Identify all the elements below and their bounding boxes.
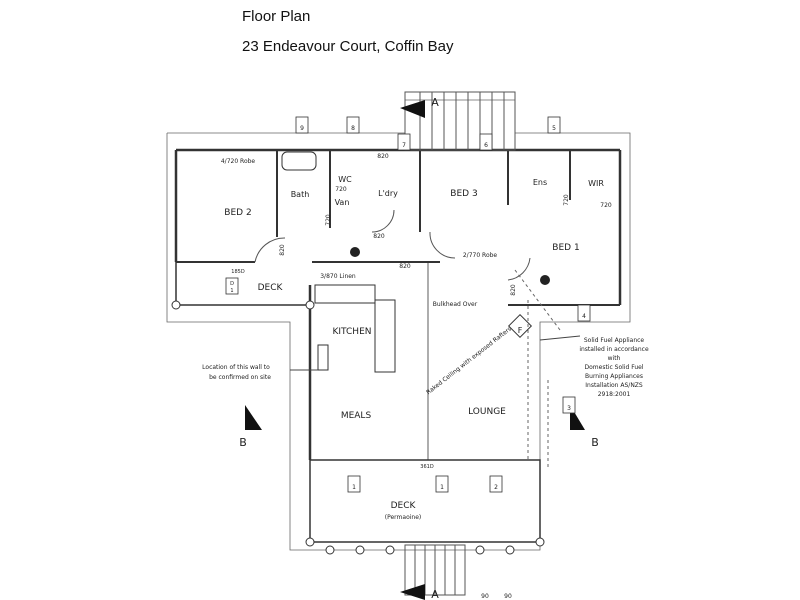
- room-label-ens: Ens: [533, 178, 547, 187]
- fuel-note-6: Installation AS/NZS: [585, 382, 643, 389]
- window-2: 2: [494, 484, 498, 491]
- door-swing-ldry: [371, 209, 395, 233]
- door-820-e: 820: [510, 284, 517, 296]
- room-label-bed1: BED 1: [552, 243, 579, 253]
- door-swing-bed2: [254, 237, 286, 263]
- window-1b: 1: [440, 484, 444, 491]
- fireplace-code: F: [518, 326, 523, 335]
- deck-south-material: (Permaoine): [385, 514, 422, 521]
- bulkhead-label: Bulkhead Over: [433, 301, 478, 308]
- stairs-top: [404, 91, 516, 151]
- section-b-left: B: [239, 436, 247, 449]
- window-7: 7: [402, 142, 406, 149]
- room-label-bed2: BED 2: [224, 208, 251, 218]
- door-820-c: 820: [399, 263, 411, 270]
- wall-note-line1: Location of this wall to: [202, 364, 270, 371]
- room-label-van: Van: [335, 198, 350, 207]
- window-markers: [225, 116, 591, 493]
- fuel-note-2: installed in accordance: [579, 346, 649, 353]
- bottom-dim-90b: 90: [504, 593, 512, 600]
- bottom-dim-90a: 90: [481, 593, 489, 600]
- kitchen-island: [317, 344, 329, 371]
- door-swing-bed3: [429, 231, 456, 259]
- fuel-note-5: Burning Appliances: [585, 373, 643, 380]
- room-label-ldry: L'dry: [378, 189, 398, 198]
- wall-note-line2: be confirmed on site: [209, 374, 271, 381]
- door-720-d: 720: [600, 202, 612, 209]
- linen-label: 3/870 Linen: [320, 273, 356, 280]
- room-label-wir: WIR: [588, 179, 604, 188]
- door-820-b: 820: [373, 233, 385, 240]
- door-720-b: 720: [325, 214, 332, 226]
- door-820-d: 820: [279, 244, 286, 256]
- eaves-outline: [166, 99, 631, 551]
- door-swing-bed1: [507, 257, 531, 281]
- section-a-bottom: A: [431, 588, 439, 600]
- kitchen-bench-a: [314, 284, 376, 304]
- window-6: 6: [484, 142, 488, 149]
- fuel-note-3: with: [608, 355, 621, 362]
- kitchen-bench-b: [374, 299, 396, 373]
- window-9: 9: [300, 125, 304, 132]
- fuel-note-4: Domestic Solid Fuel: [585, 364, 644, 371]
- raked-ceiling-label: Raked Ceiling with exposed Rafters: [425, 325, 513, 396]
- plan-title: Floor Plan: [242, 8, 311, 25]
- smoke-alarm-icons: [350, 247, 550, 285]
- window-5: 5: [552, 125, 556, 132]
- door-720-c: 720: [563, 194, 570, 206]
- room-label-bed3: BED 3: [450, 189, 477, 199]
- section-a-top: A: [431, 96, 439, 109]
- door-820-a: 820: [377, 153, 389, 160]
- window-4: 4: [582, 313, 586, 320]
- fireplace-symbol: [507, 313, 533, 339]
- deck-south-outline: [309, 459, 541, 543]
- dim-185d: 185D: [231, 269, 245, 275]
- room-label-meals: MEALS: [341, 411, 372, 421]
- window-8: 8: [351, 125, 355, 132]
- door-deck-marker: D: [230, 281, 234, 287]
- section-b-right: B: [591, 436, 599, 449]
- window-j-marker: 1: [230, 288, 233, 294]
- robe-bed1-label: 2/770 Robe: [463, 252, 498, 259]
- plan-address: 23 Endeavour Court, Coffin Bay: [242, 38, 454, 55]
- section-arrows: [245, 100, 585, 600]
- door-720-a: 720: [335, 186, 347, 193]
- dim-361d: 361D: [420, 464, 434, 470]
- room-label-deck-north: DECK: [258, 283, 284, 293]
- window-3: 3: [567, 405, 571, 412]
- fuel-note-7: 2918:2001: [598, 391, 631, 398]
- window-1: 1: [352, 484, 356, 491]
- room-label-wc: WC: [338, 175, 352, 184]
- robe-bed2-label: 4/720 Robe: [221, 158, 256, 165]
- room-label-bath: Bath: [291, 190, 310, 199]
- bath-tub: [281, 151, 317, 171]
- dashed-service-line: [514, 269, 561, 470]
- fuel-note-1: Solid Fuel Appliance: [584, 337, 645, 344]
- room-label-deck-south: DECK: [391, 501, 417, 511]
- deck-posts: [171, 300, 545, 555]
- room-label-kitchen: KITCHEN: [333, 327, 372, 337]
- room-label-lounge: LOUNGE: [468, 407, 506, 417]
